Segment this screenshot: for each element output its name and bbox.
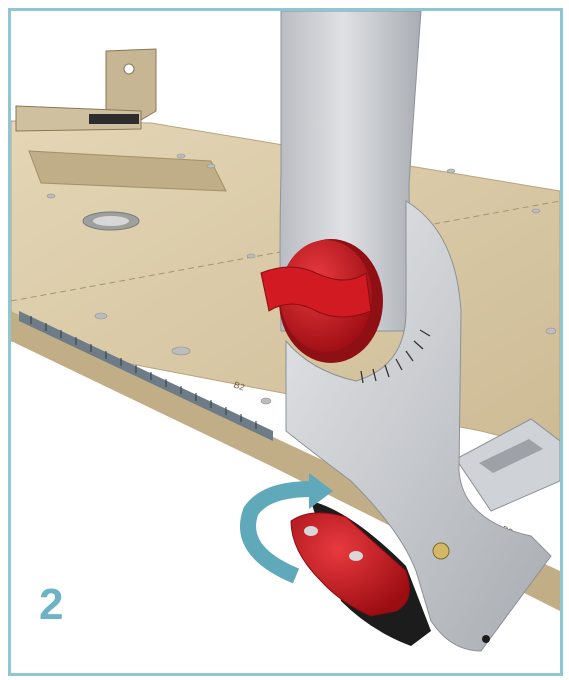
hinge-bracket — [285, 200, 552, 652]
back-bracket — [105, 48, 157, 124]
bracket-pin — [482, 635, 490, 643]
instruction-frame: B2 B3 — [8, 8, 563, 676]
board-dowel-holes — [46, 153, 557, 405]
lower-knob — [290, 512, 410, 617]
bracket-hole — [123, 63, 135, 75]
back-rail — [15, 105, 142, 132]
angle-scale — [360, 329, 431, 384]
board-seam — [11, 200, 560, 302]
rotate-arrow-icon — [240, 473, 333, 584]
rail-clamp — [89, 114, 139, 124]
assembly-illustration: B2 B3 — [11, 11, 560, 652]
board-marking-b2: B2 — [232, 379, 246, 392]
bracket-bolt — [432, 542, 450, 560]
measuring-scale — [19, 311, 273, 441]
scale-ticks — [30, 316, 257, 429]
upper-knob — [260, 239, 383, 363]
step-number: 2 — [39, 580, 64, 629]
board-pocket — [28, 150, 227, 192]
